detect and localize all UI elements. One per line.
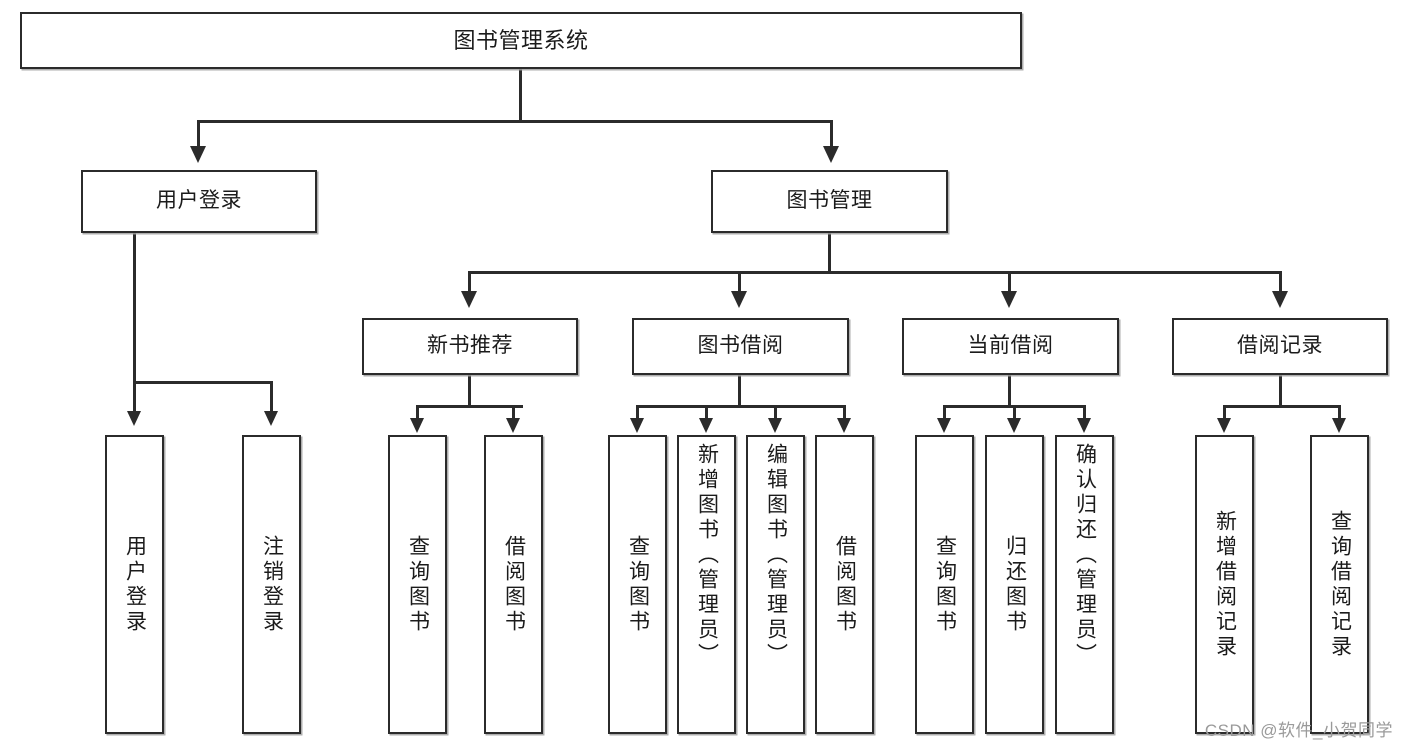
connector-drop-bb-leaf-1 bbox=[636, 405, 639, 419]
node-label: 图书管理系统 bbox=[453, 27, 589, 53]
connector-drop-bb-leaf-2 bbox=[705, 405, 708, 419]
arrow-to-br-leaf-1 bbox=[1217, 418, 1231, 433]
node-label: 归还图书 bbox=[1003, 534, 1027, 635]
connector-drop-nb-leaf-2 bbox=[512, 405, 515, 419]
node-label: 用户登录 bbox=[156, 189, 242, 213]
connector-new-book-stem bbox=[468, 375, 471, 405]
arrow-to-bb-leaf-3 bbox=[768, 418, 782, 433]
leaf-cb-confirm-return-admin[interactable]: 确认归还（管理员） bbox=[1055, 435, 1114, 734]
arrow-to-book-borrow bbox=[731, 291, 747, 308]
node-borrow-record[interactable]: 借阅记录 bbox=[1172, 318, 1388, 375]
leaf-logout[interactable]: 注销登录 bbox=[242, 435, 301, 734]
leaf-bb-edit-book-admin[interactable]: 编辑图书（管理员） bbox=[746, 435, 805, 734]
node-label: 新增借阅记录 bbox=[1213, 509, 1237, 660]
node-label: 新增图书（管理员） bbox=[695, 443, 719, 668]
node-label: 图书管理 bbox=[786, 189, 873, 213]
node-book-borrow[interactable]: 图书借阅 bbox=[632, 318, 849, 375]
connector-drop-bb-leaf-4 bbox=[843, 405, 846, 419]
leaf-cb-return-book[interactable]: 归还图书 bbox=[985, 435, 1044, 734]
connector-root-stem bbox=[519, 69, 522, 120]
node-current-borrow[interactable]: 当前借阅 bbox=[902, 318, 1119, 375]
connector-drop-book-borrow bbox=[738, 271, 741, 293]
leaf-cb-query-book[interactable]: 查询图书 bbox=[915, 435, 974, 734]
node-label: 新书推荐 bbox=[427, 334, 513, 358]
connector-drop-borrow-record bbox=[1279, 271, 1282, 293]
arrow-to-bb-leaf-1 bbox=[630, 418, 644, 433]
connector-book-management-stem bbox=[828, 233, 831, 271]
connector-root-bus bbox=[197, 120, 833, 123]
leaf-nbr-borrow-book[interactable]: 借阅图书 bbox=[484, 435, 543, 734]
arrow-to-leaf-user-login bbox=[127, 411, 141, 426]
node-book-management[interactable]: 图书管理 bbox=[711, 170, 948, 233]
arrow-to-bb-leaf-2 bbox=[699, 418, 713, 433]
node-root-book-management-system[interactable]: 图书管理系统 bbox=[20, 12, 1022, 69]
connector-borrow-record-bus bbox=[1223, 405, 1340, 408]
arrow-to-user-login bbox=[190, 146, 206, 163]
node-label: 查询图书 bbox=[933, 534, 957, 635]
leaf-user-login[interactable]: 用户登录 bbox=[105, 435, 164, 734]
connector-drop-br-leaf-2 bbox=[1338, 405, 1341, 419]
arrow-to-new-book-recommend bbox=[461, 291, 477, 308]
connector-drop-leaf-logout bbox=[270, 381, 273, 413]
node-label: 查询借阅记录 bbox=[1328, 509, 1352, 660]
arrow-to-leaf-logout bbox=[264, 411, 278, 426]
connector-drop-user-login bbox=[197, 120, 200, 148]
connector-drop-new-book bbox=[468, 271, 471, 293]
connector-drop-cb-leaf-3 bbox=[1083, 405, 1086, 419]
connector-user-login-bus bbox=[133, 381, 273, 384]
node-label: 借阅记录 bbox=[1237, 334, 1323, 358]
arrow-to-current-borrow bbox=[1001, 291, 1017, 308]
connector-book-borrow-stem bbox=[738, 375, 741, 405]
connector-book-borrow-bus bbox=[636, 405, 844, 408]
node-user-login[interactable]: 用户登录 bbox=[81, 170, 317, 233]
leaf-br-query-record[interactable]: 查询借阅记录 bbox=[1310, 435, 1369, 734]
connector-book-management-bus bbox=[468, 271, 1282, 274]
connector-drop-current-borrow bbox=[1008, 271, 1011, 293]
node-new-book-recommend[interactable]: 新书推荐 bbox=[362, 318, 578, 375]
node-label: 查询图书 bbox=[626, 534, 650, 635]
connector-new-book-bus bbox=[416, 405, 523, 408]
node-label: 确认归还（管理员） bbox=[1073, 443, 1097, 668]
node-label: 借阅图书 bbox=[833, 534, 857, 635]
connector-drop-leaf-user-login bbox=[133, 381, 136, 413]
arrow-to-cb-leaf-1 bbox=[937, 418, 951, 433]
arrow-to-borrow-record bbox=[1272, 291, 1288, 308]
connector-drop-cb-leaf-2 bbox=[1013, 405, 1016, 419]
connector-drop-book-management bbox=[830, 120, 833, 148]
node-label: 借阅图书 bbox=[502, 534, 526, 635]
arrow-to-br-leaf-2 bbox=[1332, 418, 1346, 433]
connector-borrow-record-stem bbox=[1279, 375, 1282, 405]
leaf-br-add-record[interactable]: 新增借阅记录 bbox=[1195, 435, 1254, 734]
arrow-to-cb-leaf-2 bbox=[1007, 418, 1021, 433]
watermark: CSDN @软件_小贺同学 bbox=[1204, 721, 1393, 740]
connector-drop-nb-leaf-1 bbox=[416, 405, 419, 419]
arrow-to-nb-leaf-2 bbox=[506, 418, 520, 433]
node-label: 图书借阅 bbox=[697, 334, 784, 358]
node-label: 查询图书 bbox=[406, 534, 430, 635]
node-label: 注销登录 bbox=[260, 534, 284, 635]
node-label: 当前借阅 bbox=[967, 334, 1054, 358]
leaf-bb-query-book[interactable]: 查询图书 bbox=[608, 435, 667, 734]
arrow-to-bb-leaf-4 bbox=[837, 418, 851, 433]
connector-drop-br-leaf-1 bbox=[1223, 405, 1226, 419]
connector-user-login-stem bbox=[133, 233, 136, 381]
leaf-bb-borrow-book[interactable]: 借阅图书 bbox=[815, 435, 874, 734]
leaf-bb-add-book-admin[interactable]: 新增图书（管理员） bbox=[677, 435, 736, 734]
arrow-to-book-management bbox=[823, 146, 839, 163]
connector-drop-cb-leaf-1 bbox=[943, 405, 946, 419]
connector-drop-bb-leaf-3 bbox=[774, 405, 777, 419]
arrow-to-cb-leaf-3 bbox=[1077, 418, 1091, 433]
leaf-nbr-query-book[interactable]: 查询图书 bbox=[388, 435, 447, 734]
node-label: 用户登录 bbox=[123, 534, 147, 635]
arrow-to-nb-leaf-1 bbox=[410, 418, 424, 433]
node-label: 编辑图书（管理员） bbox=[764, 443, 788, 668]
connector-current-borrow-stem bbox=[1008, 375, 1011, 405]
